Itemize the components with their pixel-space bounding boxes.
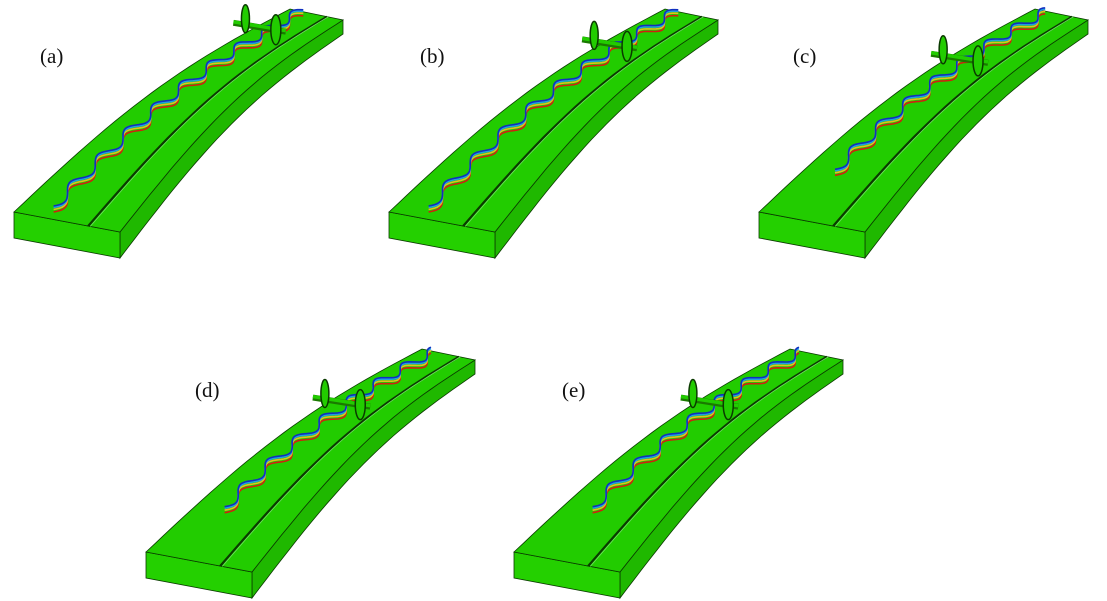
rail-right bbox=[462, 15, 703, 227]
panel-e: (e) bbox=[500, 340, 870, 601]
panel-label: (c) bbox=[793, 44, 817, 68]
slab-top-face bbox=[13, 8, 345, 233]
wavy-cable-strand bbox=[834, 7, 1046, 171]
rail-right-highlight bbox=[834, 16, 1074, 227]
rail-right bbox=[219, 355, 460, 567]
panel-label: (b) bbox=[420, 44, 445, 68]
wheel-left bbox=[589, 20, 599, 51]
panel-label: (d) bbox=[195, 378, 220, 402]
wheel-right bbox=[722, 388, 735, 421]
wheel-right bbox=[354, 388, 367, 421]
wheel-right bbox=[270, 13, 282, 46]
track-model-render bbox=[13, 4, 345, 260]
panel-d: (d) bbox=[132, 340, 502, 601]
slab-top-face bbox=[145, 348, 477, 573]
wavy-cable-strand bbox=[53, 8, 304, 207]
track-model-render bbox=[145, 346, 477, 600]
track-model-render bbox=[388, 8, 720, 260]
panel-b: (b) bbox=[375, 0, 745, 270]
track-model-render bbox=[758, 7, 1090, 260]
wheel-left bbox=[240, 4, 251, 34]
wheel-left bbox=[688, 378, 698, 409]
wheel-left bbox=[320, 378, 330, 409]
wheel-left bbox=[938, 35, 948, 65]
rail-right bbox=[587, 355, 828, 567]
slab-top-face bbox=[758, 8, 1090, 233]
rail-right bbox=[832, 15, 1073, 227]
wavy-cable-strand bbox=[592, 346, 800, 508]
panel-label: (e) bbox=[562, 378, 586, 402]
wavy-cable-strand bbox=[428, 8, 679, 207]
rail-right-highlight bbox=[221, 356, 461, 567]
wheel-right bbox=[972, 45, 984, 77]
panel-label: (a) bbox=[40, 44, 64, 68]
slab-top-face bbox=[388, 8, 720, 233]
track-model-render bbox=[513, 346, 845, 600]
panel-a: (a) bbox=[0, 0, 370, 270]
wavy-cable-strand bbox=[224, 346, 432, 508]
rail-right-highlight bbox=[589, 356, 829, 567]
slab-top-face bbox=[513, 348, 845, 573]
panel-c: (c) bbox=[745, 0, 1107, 270]
rail-right-highlight bbox=[464, 16, 704, 227]
wheel-right bbox=[621, 30, 633, 63]
rail-right bbox=[87, 15, 328, 227]
rail-right-highlight bbox=[89, 16, 329, 227]
